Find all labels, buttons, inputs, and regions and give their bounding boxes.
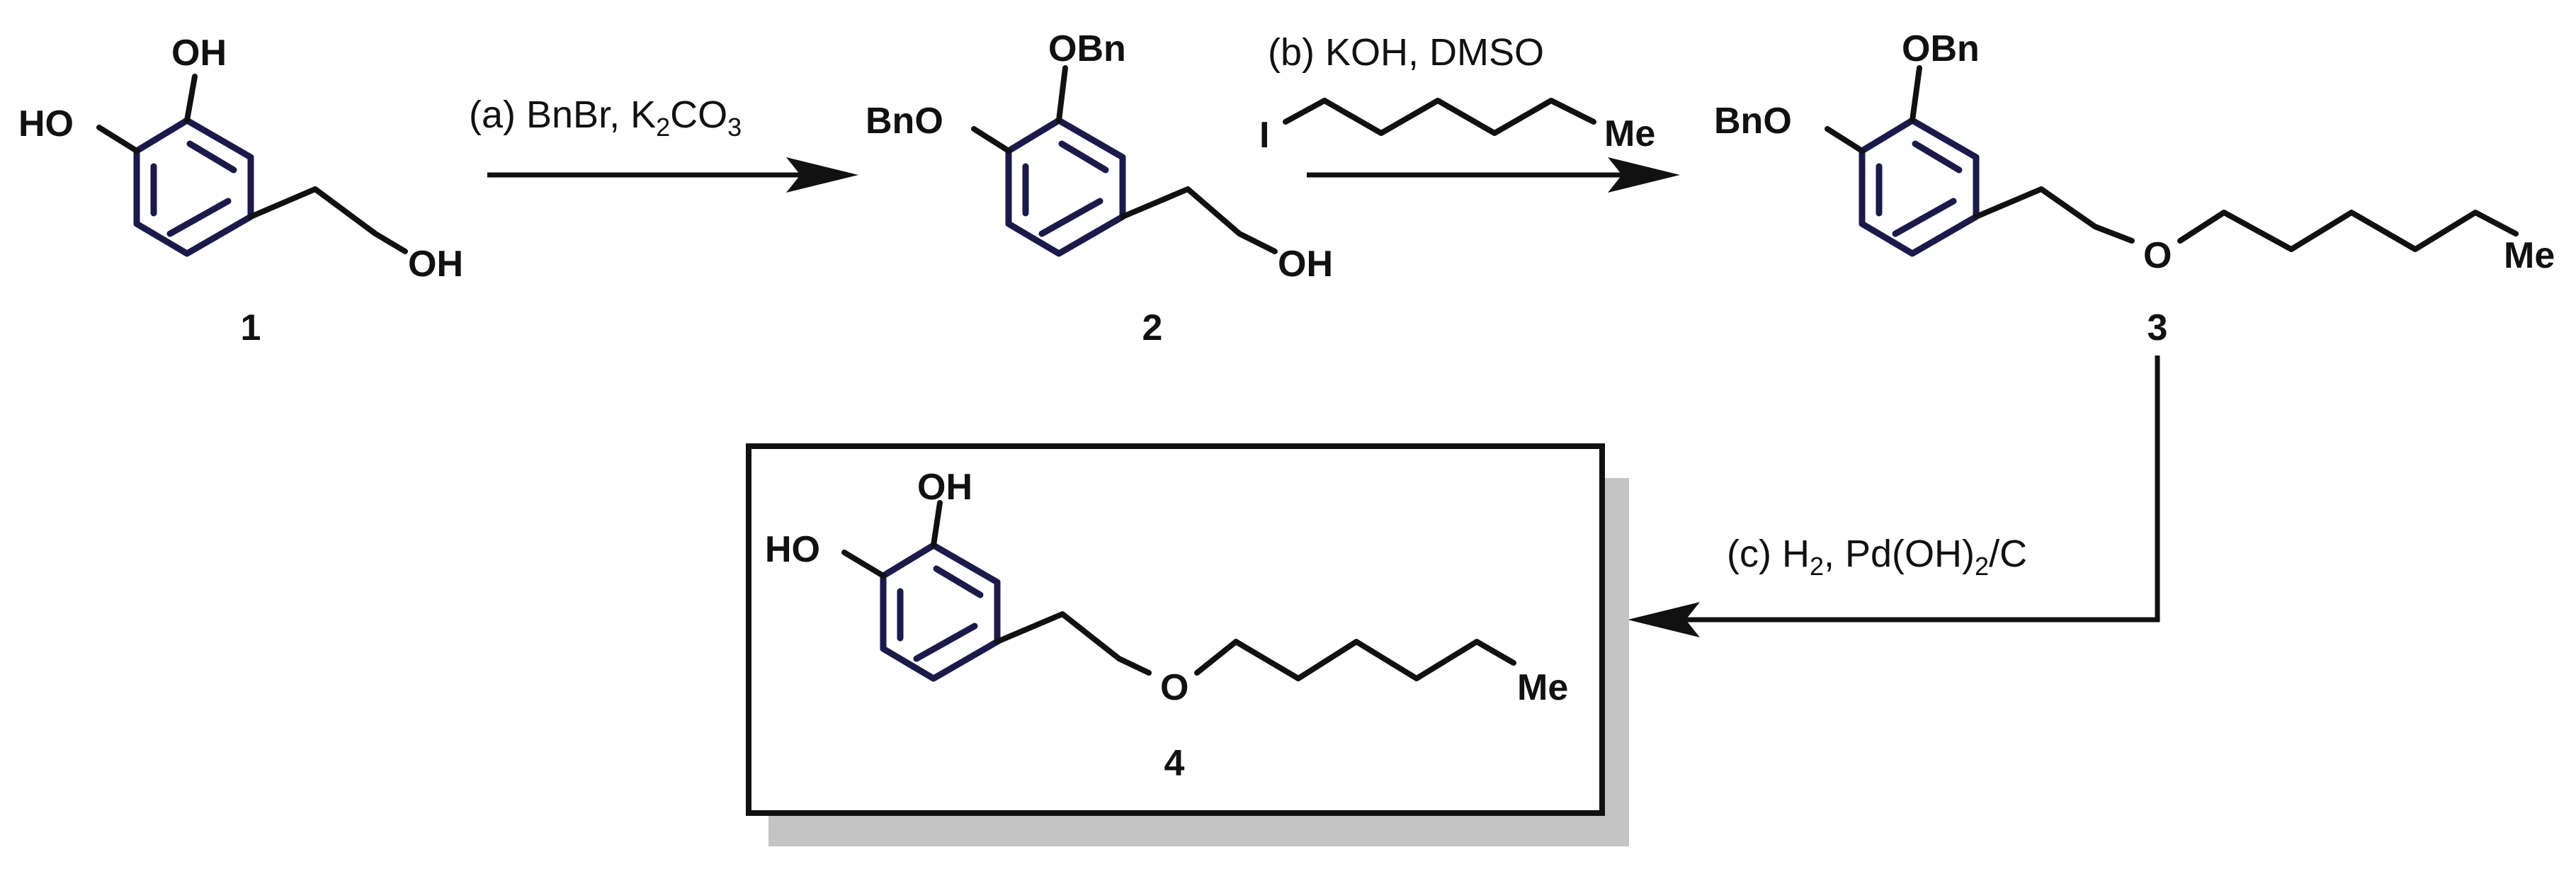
compound-4-ho-left: HO — [765, 529, 820, 570]
step-b-reagent-bond-iodide — [1283, 98, 1327, 125]
step-b: (b) KOH, DMSO I Me — [1259, 31, 1680, 193]
compound-1-label: 1 — [241, 307, 261, 348]
compound-4-label: 4 — [1164, 743, 1185, 784]
step-b-reagent-hexyl-chain — [1322, 98, 1596, 136]
compound-3-ethyl-chain — [1973, 186, 2135, 244]
step-b-conditions: (b) KOH, DMSO — [1268, 31, 1544, 74]
compound-4-double-bond — [913, 623, 978, 662]
compound-2-double-bond — [1038, 198, 1103, 237]
step-c-conditions: (c) H2, Pd(OH)2/C — [1727, 533, 2027, 581]
compound-4-bond-oh — [931, 500, 943, 548]
compound-2-bond-bno — [971, 126, 1011, 154]
compound-4-structure: OH HO O Me 4 — [765, 467, 1568, 784]
compound-1-double-bond — [166, 198, 232, 237]
compound-3-structure: OBn BnO O Me 3 — [1714, 28, 2555, 348]
compound-1-double-bond — [186, 140, 237, 174]
step-c: (c) H2, Pd(OH)2/C — [1628, 356, 2160, 637]
compound-4-me-chain-end: Me — [1517, 667, 1568, 708]
compound-3-hexyl-chain — [2177, 210, 2519, 252]
compound-1-oh-top: OH — [171, 33, 227, 74]
compound-4-bond-ho — [841, 550, 886, 579]
step-b-reagent-me: Me — [1604, 113, 1655, 154]
compound-2-double-bond — [1058, 140, 1109, 174]
compound-4-oh-top: OH — [917, 467, 972, 508]
compound-3-label: 3 — [2147, 307, 2168, 348]
compound-3-double-bond — [1912, 140, 1963, 174]
compound-3-ether-oxygen: O — [2143, 235, 2172, 276]
product-box — [746, 443, 1629, 846]
step-a-conditions: (a) BnBr, K2CO3 — [469, 93, 742, 142]
compound-3-double-bond — [1892, 198, 1957, 237]
compound-3-bno-left: BnO — [1714, 101, 1792, 142]
compound-1-bond-ho — [96, 125, 140, 154]
product-box-frame — [746, 443, 1605, 816]
compound-3-obn-top: OBn — [1902, 28, 1980, 69]
compound-4-ethyl-chain — [994, 611, 1152, 676]
step-b-arrowhead — [1608, 157, 1680, 193]
step-c-arrow-line — [1679, 356, 2160, 623]
compound-4-hexyl-chain — [1194, 639, 1516, 681]
compound-3-bond-obn — [1910, 65, 1922, 123]
compound-2-oh-chain-end: OH — [1278, 244, 1333, 285]
compound-2-label: 2 — [1142, 307, 1163, 348]
compound-2-bond-obn — [1056, 65, 1068, 123]
compound-3-me-chain-end: Me — [2504, 235, 2555, 276]
compound-2-obn-top: OBn — [1048, 28, 1126, 69]
compound-2-bno-left: BnO — [866, 101, 943, 142]
compound-4-ether-oxygen: O — [1160, 667, 1188, 708]
step-c-arrowhead — [1628, 602, 1700, 637]
compound-1-bond-oh — [184, 74, 198, 123]
compound-2-structure: OBn BnO OH 2 — [866, 28, 1333, 348]
step-a: (a) BnBr, K2CO3 — [469, 93, 858, 193]
compound-2-ethyl-chain — [1120, 186, 1278, 254]
compound-4-double-bond — [933, 565, 984, 598]
step-a-arrowhead — [786, 157, 858, 193]
compound-3-bond-bno — [1825, 126, 1865, 154]
compound-1-ethyl-chain — [248, 186, 408, 254]
compound-1-oh-chain-end: OH — [408, 244, 463, 285]
step-b-reagent-iodide: I — [1259, 115, 1269, 156]
compound-1-structure: OH HO OH 1 — [18, 33, 463, 348]
compound-1-ho-left: HO — [18, 103, 74, 144]
